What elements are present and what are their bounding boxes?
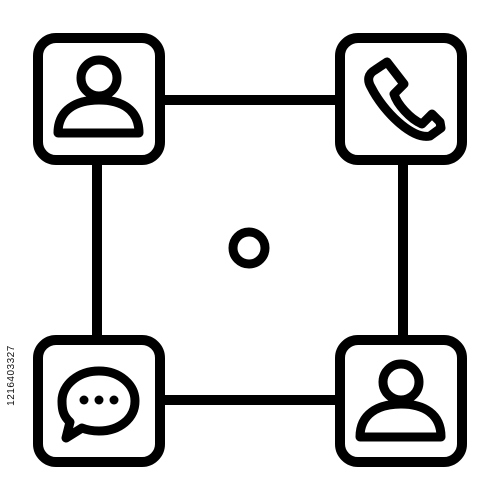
user-icon [355, 359, 446, 442]
connection-lines [92, 95, 408, 405]
node-bottom-left [33, 335, 165, 467]
dot [79, 395, 89, 405]
node-top-right [335, 33, 467, 165]
stock-id-label: 1216403327 [3, 250, 19, 500]
node-top-left [33, 33, 165, 165]
phone-icon [364, 57, 446, 141]
dot [94, 395, 104, 405]
center-circle-icon [228, 227, 270, 269]
chat-bubble-icon [57, 366, 140, 443]
dot [109, 395, 119, 405]
user-icon [53, 55, 144, 138]
node-bottom-right [335, 335, 467, 467]
stock-id-text: 1216403327 [5, 344, 17, 406]
